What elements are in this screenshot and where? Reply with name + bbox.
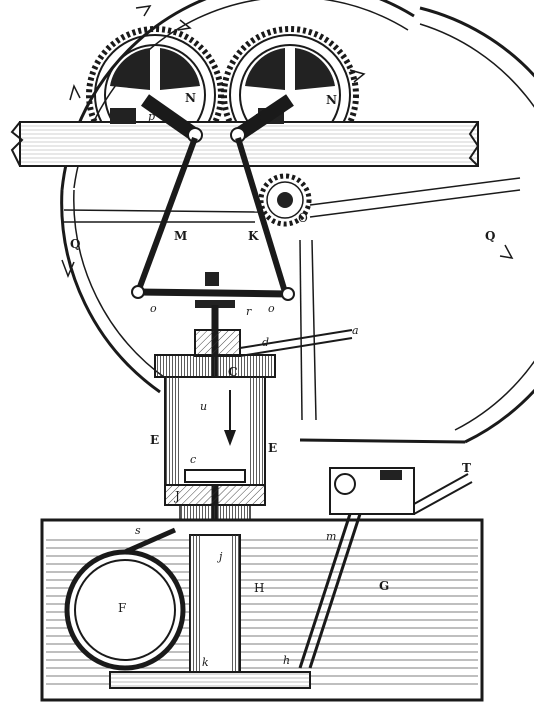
label-N-right: N [326, 93, 337, 107]
gear-small [258, 173, 312, 227]
label-C: C [228, 365, 238, 379]
label-Q-left: Q [70, 237, 80, 251]
cylinder [154, 329, 276, 536]
labels: N N p p O M K Q Q o r o d a C u E E c J … [70, 91, 495, 669]
label-N-left: N [185, 91, 196, 105]
label-J: J [173, 489, 180, 503]
label-K: K [248, 229, 259, 243]
bearing-left [110, 108, 136, 124]
label-o-left: o [150, 302, 157, 315]
label-O: O [298, 211, 308, 225]
label-E-right: E [268, 441, 277, 455]
label-G: G [379, 579, 389, 593]
label-H: H [254, 581, 264, 595]
connecting-rods [131, 136, 295, 301]
coil [64, 527, 186, 671]
label-h: h [283, 654, 290, 667]
label-j: j [216, 550, 223, 563]
label-o-right: o [268, 302, 275, 315]
label-Q-right: Q [485, 229, 495, 243]
label-d: d [262, 336, 269, 349]
label-a: a [352, 324, 359, 337]
pipe-a [239, 329, 353, 357]
label-T: T [462, 461, 471, 475]
label-k: k [202, 656, 209, 669]
feed-box [298, 467, 473, 669]
label-u: u [200, 400, 207, 413]
label-s: s [135, 524, 141, 537]
label-r: r [246, 305, 252, 318]
label-p-right: p [255, 110, 262, 123]
label-m: m [326, 530, 336, 543]
label-E-left: E [150, 433, 159, 447]
label-F: F [118, 601, 126, 615]
label-p-left: p [148, 110, 155, 123]
label-M: M [174, 229, 187, 243]
label-c: c [190, 453, 196, 466]
crank-arms [140, 94, 294, 143]
